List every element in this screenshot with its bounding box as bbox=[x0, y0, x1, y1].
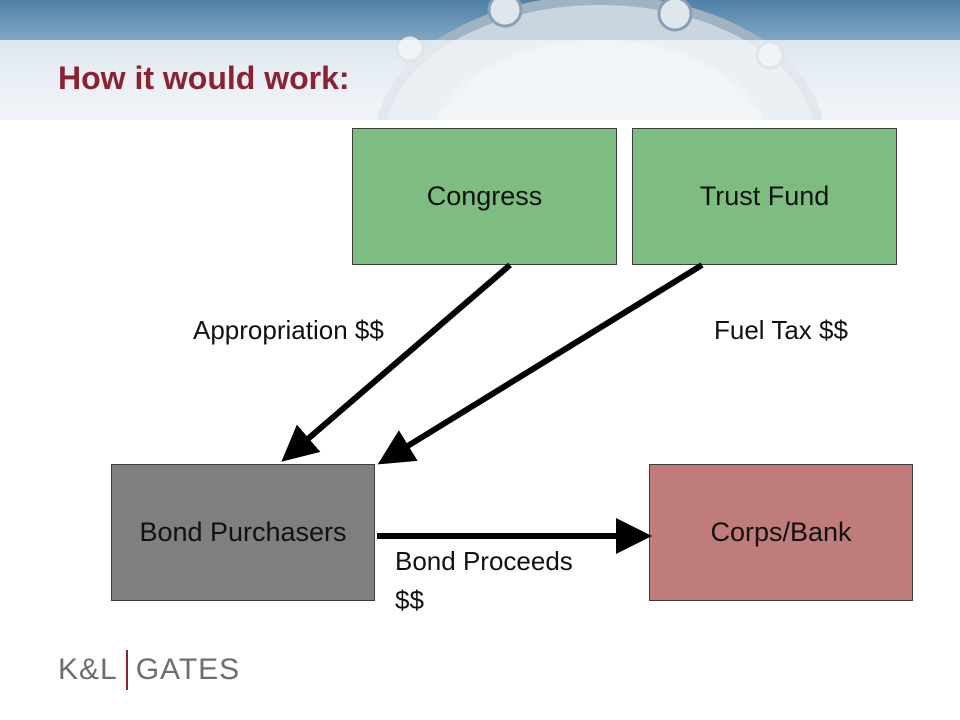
kl-gates-logo: K&L GATES bbox=[58, 650, 240, 690]
slide-title: How it would work: bbox=[58, 60, 350, 96]
node-bond-purchasers-label: Bond Purchasers bbox=[139, 517, 347, 547]
header-fade bbox=[0, 40, 960, 120]
arrow-trust-fund-to-bond-purchasers bbox=[377, 262, 704, 465]
arrow-congress-to-bond-purchasers bbox=[281, 262, 512, 462]
label-appropriation: Appropriation $$ bbox=[193, 315, 384, 345]
node-congress: Congress bbox=[352, 128, 617, 265]
label-bond-proceeds: Bond Proceeds bbox=[395, 546, 573, 576]
label-fuel-tax: Fuel Tax $$ bbox=[714, 315, 848, 345]
node-trust-fund-label: Trust Fund bbox=[699, 181, 830, 211]
node-corps-bank: Corps/Bank bbox=[649, 464, 913, 601]
logo-right-text: GATES bbox=[135, 653, 241, 686]
label-bond-proceeds-amount: $$ bbox=[395, 585, 424, 615]
node-congress-label: Congress bbox=[426, 181, 543, 211]
header-banner: How it would work: bbox=[0, 0, 960, 120]
node-trust-fund: Trust Fund bbox=[632, 128, 897, 265]
node-corps-bank-label: Corps/Bank bbox=[710, 517, 852, 547]
logo-divider bbox=[125, 650, 128, 690]
node-bond-purchasers: Bond Purchasers bbox=[111, 464, 375, 601]
logo-left-text: K&L bbox=[58, 653, 118, 686]
